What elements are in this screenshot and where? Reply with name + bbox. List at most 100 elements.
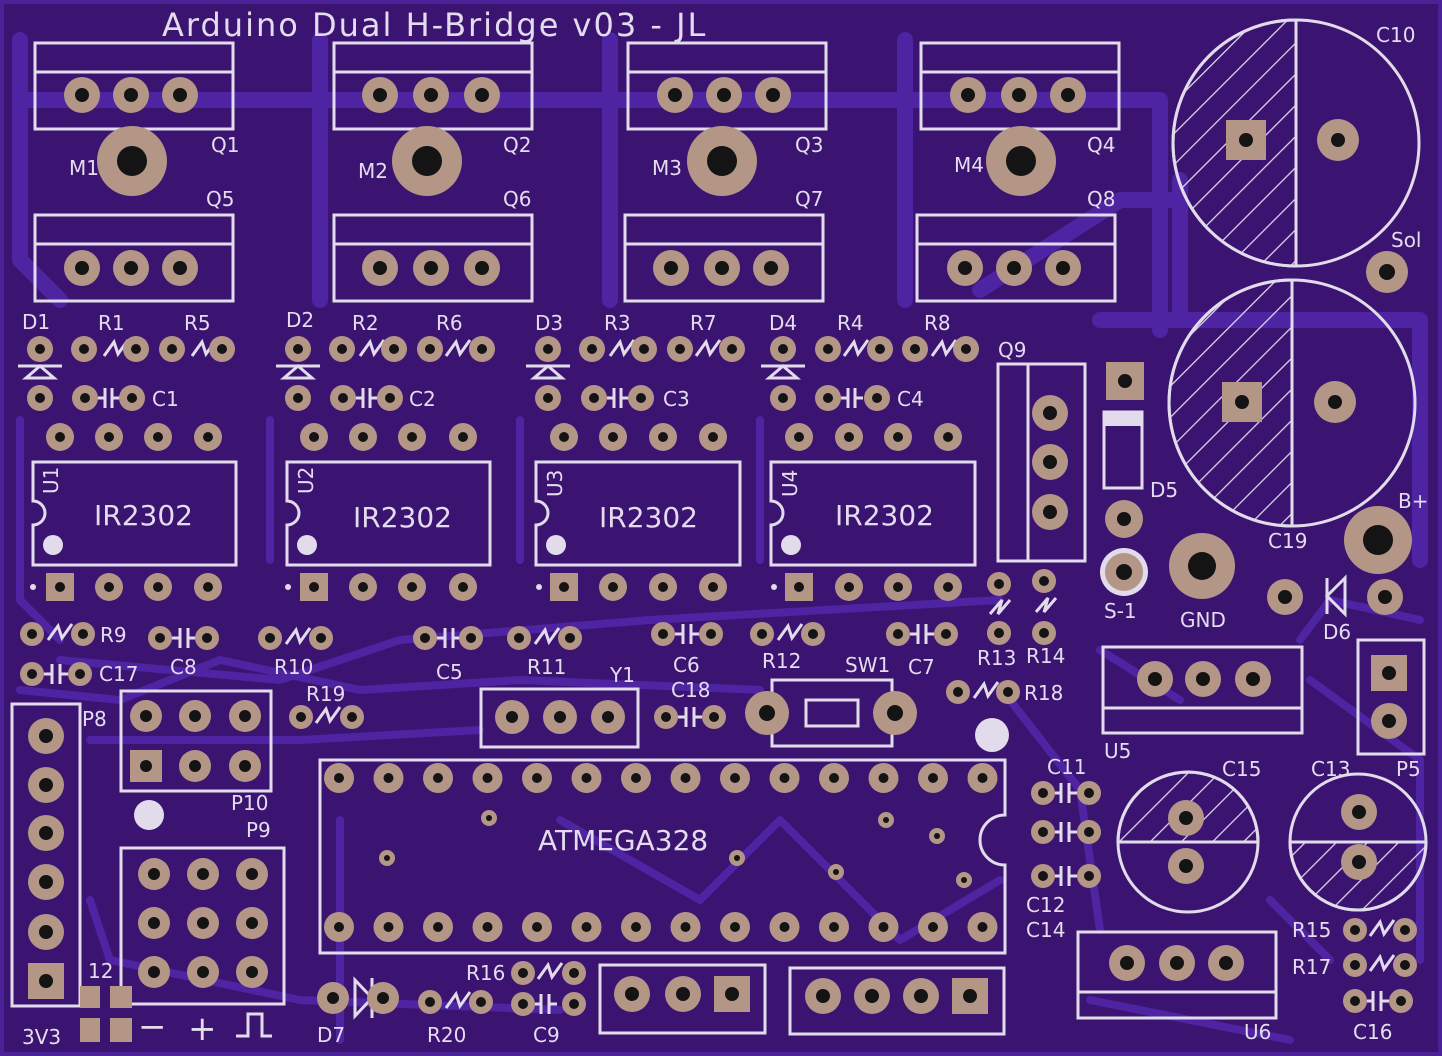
mcu-pin-hole (334, 922, 344, 932)
s1-label: S-1 (1104, 599, 1137, 623)
u6-label: U6 (1244, 1020, 1271, 1044)
mcu-pin-hole (878, 922, 889, 932)
power-jumper: 12 3V3 − + (22, 959, 272, 1049)
r1-label: R1 (98, 311, 125, 335)
reset-switch-sw1[interactable]: SW1 (745, 653, 917, 748)
v12-label: 12 (88, 959, 113, 983)
diode-d6: D6 (1267, 574, 1403, 644)
driver-passives-4: D4 R4 R8 C4 (761, 311, 979, 411)
c12-label: C12 (1026, 893, 1065, 917)
q6-label: Q6 (503, 187, 531, 211)
q2-label: Q2 (503, 133, 531, 157)
u2-part: IR2302 (353, 501, 452, 534)
header-p8: P8 (10, 702, 107, 1008)
copper-traces (12, 32, 1428, 1044)
resistors-r13-r14: R13 R14 (977, 569, 1065, 670)
mcu-pin-hole (631, 922, 641, 932)
switch-terminal-s1: S-1 (1100, 548, 1148, 623)
u5-label: U5 (1104, 739, 1131, 763)
c15-label: C15 (1222, 757, 1261, 781)
capacitor-c13: C13 (1288, 757, 1428, 912)
r15-label: R15 (1292, 918, 1331, 942)
u4-part: IR2302 (835, 499, 934, 532)
mcu-pin-hole (383, 773, 394, 783)
c10-label: C10 (1376, 23, 1415, 47)
d1-label: D1 (22, 310, 50, 334)
q5-label: Q5 (206, 187, 234, 211)
c16-label: C16 (1353, 1020, 1392, 1044)
diode-d5: D5 (1102, 362, 1178, 538)
mcu-pin-hole (730, 773, 740, 783)
r4-label: R4 (837, 311, 864, 335)
r11-label: R11 (527, 655, 566, 679)
y1-label: Y1 (609, 663, 635, 687)
p8-label: P8 (82, 707, 107, 731)
board-title: Arduino Dual H-Bridge v03 - JL (162, 6, 707, 44)
capacitor-c7: C7 (886, 622, 958, 679)
driver-passives-3: D3 R3 R7 C3 (526, 311, 745, 411)
mcu-pin-hole (730, 922, 740, 932)
u1-ref: U1 (39, 467, 63, 494)
mcu-pin-hole (680, 773, 691, 783)
r8-label: R8 (924, 311, 951, 335)
bplus-label: B+ (1398, 489, 1428, 513)
r2-label: R2 (352, 311, 379, 335)
resistor-r12: R12 (750, 622, 825, 673)
c18-label: C18 (671, 678, 710, 702)
r6-label: R6 (436, 311, 463, 335)
sw1-label: SW1 (845, 653, 890, 677)
u4-ref: U4 (778, 470, 802, 497)
q1-label: Q1 (211, 133, 239, 157)
c2-label: C2 (409, 387, 436, 411)
driver-passives-2: D2 R2 R6 C2 (276, 308, 495, 411)
d6-label: D6 (1323, 620, 1351, 644)
c4-label: C4 (897, 387, 924, 411)
capacitor-c9: C9 (511, 992, 586, 1047)
capacitor-c10: C10 (1171, 18, 1421, 268)
u2-ref: U2 (294, 467, 318, 494)
motor-terminal-m3: M3 (652, 126, 757, 196)
gate-driver-u1: U1 IR2302 (30, 423, 238, 601)
capacitor-c5: C5 (413, 626, 483, 684)
mcu-label: ATMEGA328 (538, 824, 708, 857)
crystal-y1: Y1 (479, 663, 640, 749)
resistor-r19: R19 (289, 682, 364, 729)
d5-label: D5 (1150, 478, 1178, 502)
resistor-r11: R11 (507, 626, 582, 679)
p10-label: P10 (231, 791, 269, 815)
resistor-r20: R20 (418, 990, 493, 1047)
mcu-pin-hole (928, 922, 938, 932)
passives-r15-r17-c16: R15 R17 C16 (1292, 918, 1417, 1044)
r14-label: R14 (1026, 644, 1065, 668)
q7-label: Q7 (795, 187, 823, 211)
mcu-pin-hole (581, 773, 592, 783)
r17-label: R17 (1292, 955, 1331, 979)
mosfet-q5: Q5 (33, 187, 235, 303)
c1-label: C1 (152, 387, 179, 411)
plus-label: + (188, 1009, 217, 1049)
mcu-pin-hole (433, 773, 443, 783)
r3-label: R3 (604, 311, 631, 335)
c11-label: C11 (1047, 755, 1086, 779)
mcu-pin-hole (334, 773, 344, 783)
header-p10: P10 (119, 689, 273, 830)
r16-label: R16 (466, 961, 505, 985)
mcu-pin-hole (482, 922, 493, 932)
u3-part: IR2302 (599, 501, 698, 534)
d2-label: D2 (286, 308, 314, 332)
m3-label: M3 (652, 156, 682, 180)
d4-label: D4 (769, 311, 797, 335)
resistor-r9: R9 (20, 622, 127, 647)
capacitor-c6: C6 (651, 622, 723, 677)
mcu-pin-hole (631, 773, 641, 783)
motor-terminal-m2: M2 (358, 126, 462, 196)
r9-label: R9 (100, 623, 127, 647)
mcu-pin-hole (878, 773, 889, 783)
mcu-pin-hole (829, 773, 839, 783)
mcu-pin-hole (581, 922, 592, 932)
d3-label: D3 (535, 311, 563, 335)
mosfet-q8: Q8 (915, 187, 1117, 303)
header-bottom-3pin (598, 963, 767, 1035)
capacitor-c19: C19 (1167, 278, 1417, 553)
capacitor-c17: C17 (20, 662, 138, 686)
